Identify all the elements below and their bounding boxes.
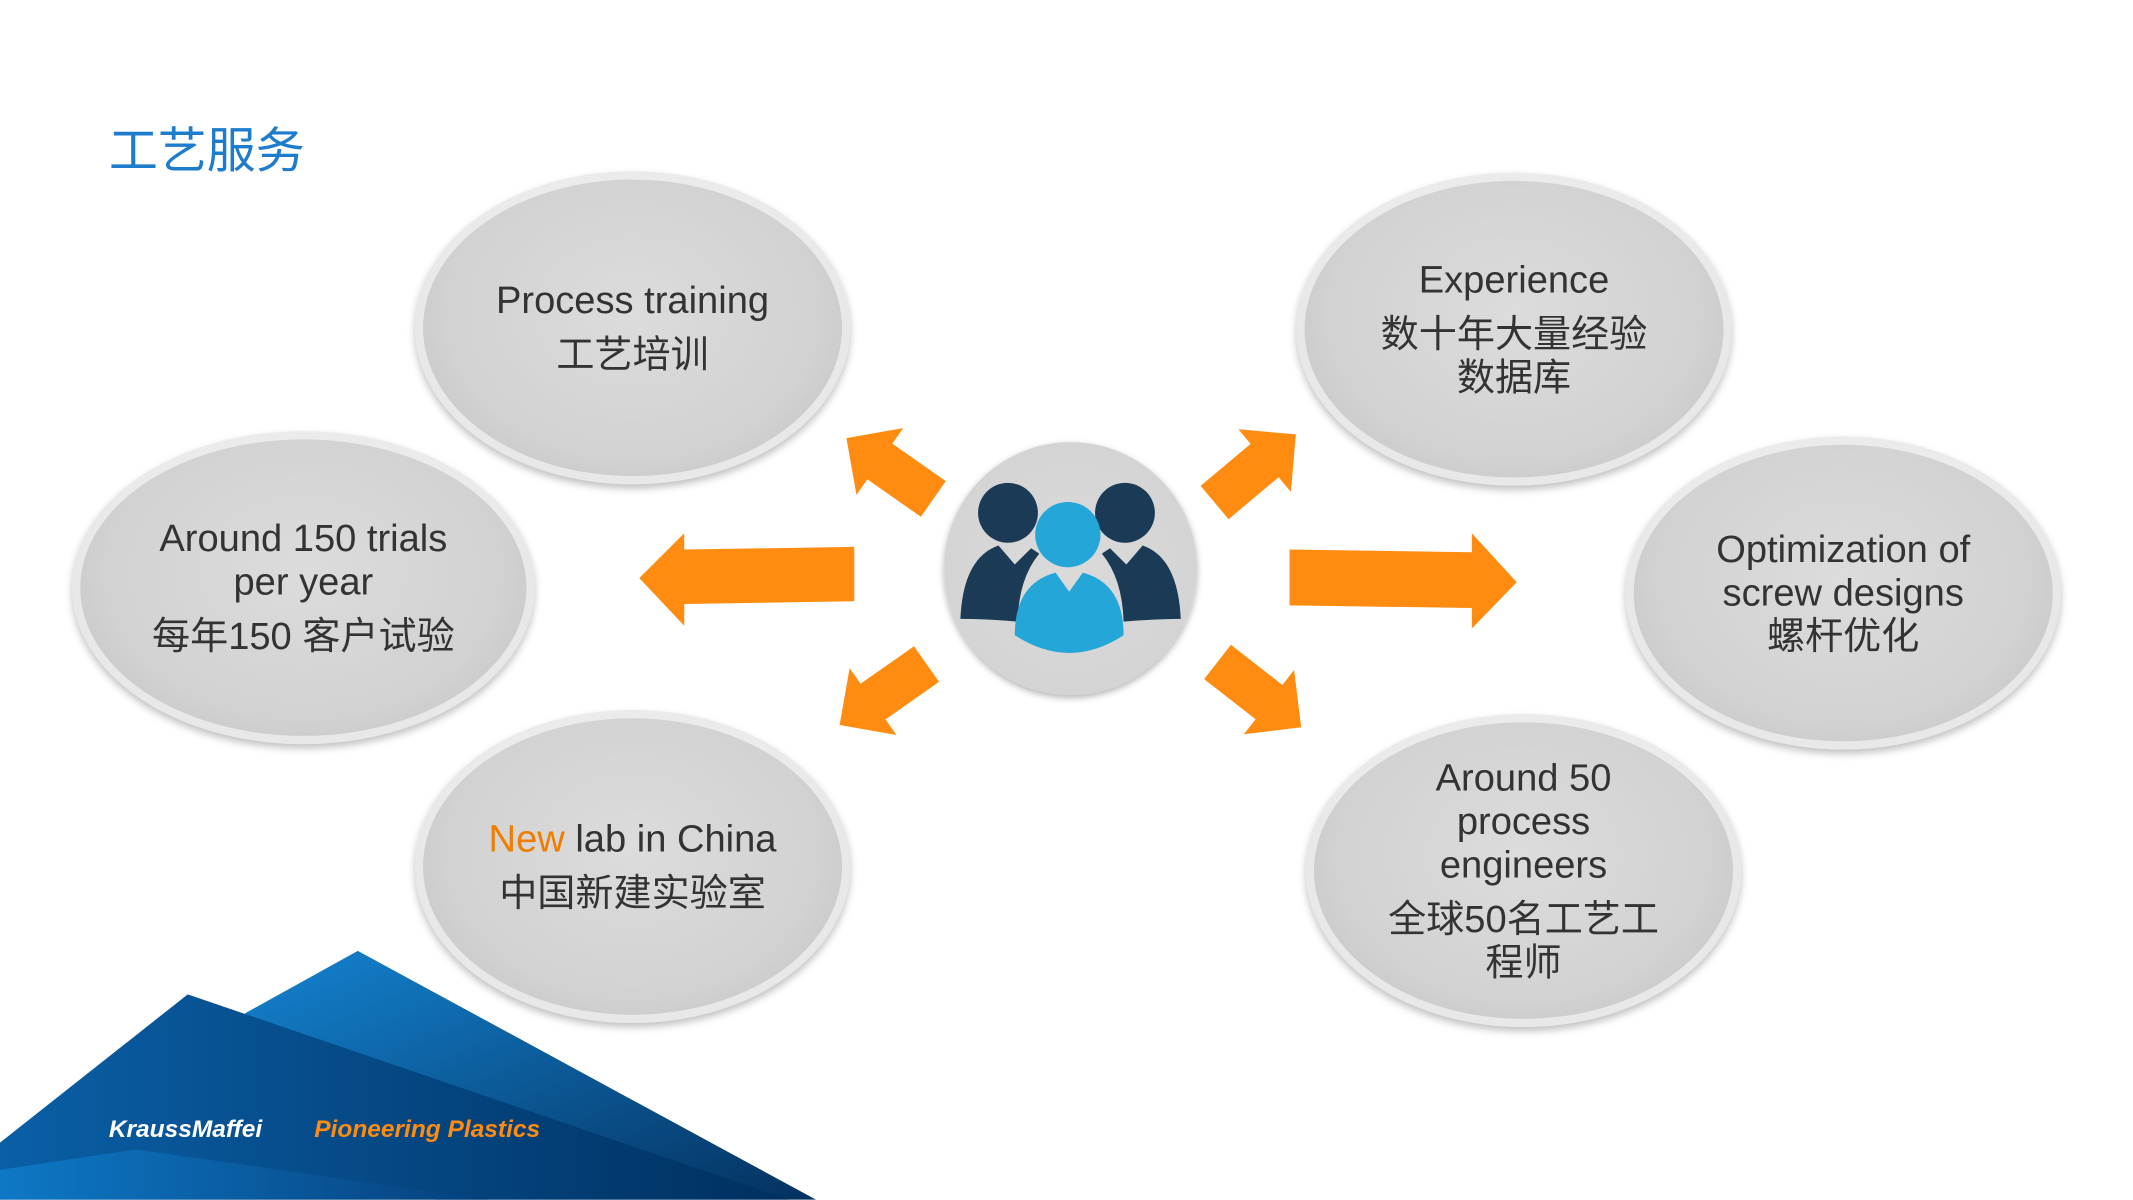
bubble-text-en: New lab in China <box>489 818 777 862</box>
bubble-experience: Experience 数十年大量经验 数据库 <box>1296 172 1732 486</box>
bubble-process-training: Process training 工艺培训 <box>414 171 851 485</box>
highlight-new: New <box>488 817 565 860</box>
arrow-left <box>639 533 855 626</box>
bubble-text-en: engineers <box>1439 843 1608 886</box>
bubble-text-en: Around 150 trials <box>159 516 448 560</box>
bubble-text-en-rest: lab in China <box>564 817 777 860</box>
bubble-text-en: Process training <box>495 278 770 322</box>
arrow-up-left <box>846 428 946 517</box>
bubble-text-en: Optimization of <box>1716 527 1971 570</box>
bubble-text-cn: 数十年大量经验 <box>1380 312 1648 356</box>
bubble-text-cn: 数据库 <box>1456 356 1572 399</box>
arrow-up-right <box>1200 429 1296 520</box>
arrow-down-right <box>1204 644 1302 735</box>
bubble-engineers: Around 50 process engineers 全球50名工艺工 程师 <box>1305 714 1742 1028</box>
arrow-right <box>1289 533 1517 629</box>
bubble-text-en: per year <box>233 560 374 603</box>
arrow-down-left <box>839 646 940 735</box>
brand-slogan: Pioneering Plastics <box>314 1115 541 1143</box>
bubble-text-cn: 中国新建实验室 <box>499 871 766 915</box>
bubble-text-cn: 每年150 客户试验 <box>152 614 455 658</box>
center-circle <box>944 442 1198 696</box>
bubble-text-cn: 程师 <box>1485 941 1562 984</box>
bubble-text-cn: 螺杆优化 <box>1767 614 1920 658</box>
people-group-icon <box>960 482 1181 653</box>
bubble-text-en: process <box>1456 799 1591 843</box>
bubble-text-en: screw designs <box>1722 571 1964 614</box>
bubble-text-cn: 全球50名工艺工 <box>1388 897 1659 940</box>
brand-logo: KraussMaffei <box>108 1115 263 1143</box>
bubble-new-lab: New lab in China 中国新建实验室 <box>414 710 851 1023</box>
bubble-screw-optimization: Optimization of screw designs 螺杆优化 <box>1625 436 2061 750</box>
bubble-text-en: Around 50 <box>1435 756 1612 799</box>
bubble-trials: Around 150 trials per year 每年150 客户试验 <box>72 431 535 745</box>
bubble-text-cn: 工艺培训 <box>556 333 709 376</box>
bubble-text-en: Experience <box>1418 258 1610 301</box>
page-title: 工艺服务 <box>108 122 305 179</box>
